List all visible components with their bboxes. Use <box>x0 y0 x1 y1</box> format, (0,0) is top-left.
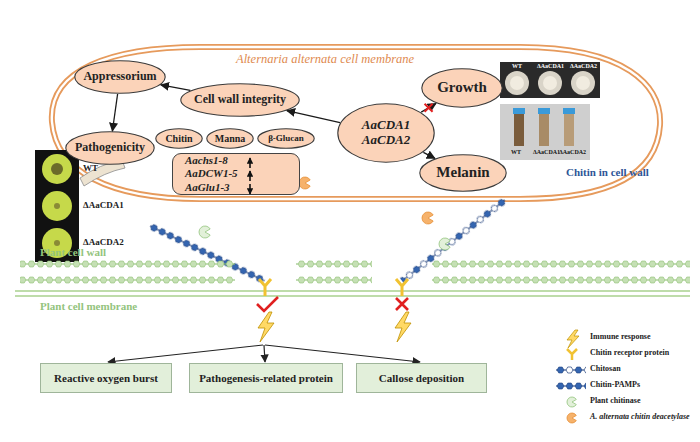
component-ellipse: Chitin <box>155 128 203 149</box>
process-ellipse: Growth <box>421 68 503 108</box>
node-text: AaGlu1-3 <box>185 181 230 194</box>
legend-text: Chitin receptor protein <box>590 349 698 358</box>
process-ellipse: Pathogenicity <box>65 131 155 165</box>
text-label: ΔAaCDA1 <box>83 201 124 211</box>
text-label: ΔAaCDA1 <box>537 63 564 70</box>
tube-photo <box>500 104 590 160</box>
node-text: AaCDA1 AaCDA2 <box>355 118 417 148</box>
process-ellipse: Melanin <box>419 154 507 192</box>
arrow-connector <box>112 94 117 131</box>
legend-sample <box>556 366 586 374</box>
plant-membrane <box>15 290 690 292</box>
lightning-symbol <box>258 312 274 342</box>
arrow-connector <box>421 103 436 112</box>
node-text: Chitin <box>165 133 192 145</box>
text-label: WT <box>83 164 98 174</box>
node-text: AaDCW1-5 <box>185 167 238 180</box>
response-arrow <box>108 345 263 362</box>
cross-mark <box>396 298 408 310</box>
process-ellipse: Appressorium <box>74 60 166 94</box>
arrow-connector <box>287 111 340 123</box>
chitinase-symbol <box>199 226 210 238</box>
text-label: Alternaria alternata cell membrane <box>236 53 414 67</box>
response-box: Callose deposition <box>356 363 487 393</box>
text-label: WT <box>512 63 522 70</box>
response-box: Pathogenesis-related protein <box>189 363 343 393</box>
legend-sample <box>567 349 577 360</box>
node-text: Reactive oxygen burst <box>54 372 158 385</box>
gene-box: Aachs1-8AaDCW1-5AaGlu1-3 <box>172 153 300 195</box>
node-text: β-Glucan <box>268 133 304 143</box>
response-box: Reactive oxygen burst <box>40 363 172 393</box>
node-text: Callose deposition <box>379 372 464 385</box>
text-label: WT <box>511 149 521 156</box>
block-mark <box>425 104 433 112</box>
legend-sample <box>567 330 579 348</box>
gene-ellipse: AaCDA1 AaCDA2 <box>337 103 435 163</box>
node-text: Pathogenesis-related protein <box>199 372 333 385</box>
legend-text: A. alternata chitin deacetylase <box>590 413 698 422</box>
plant-wall-chain <box>20 260 235 268</box>
node-text: Appressorium <box>83 70 156 84</box>
text-label: ΔAaCDA2 <box>559 149 586 156</box>
arrow-connector <box>423 152 435 158</box>
legend-text: Chitosan <box>590 365 698 374</box>
legend-text: Chitin-PAMPs <box>590 381 698 390</box>
node-text: Growth <box>437 79 487 96</box>
text-label: ΔAaCDA2 <box>570 63 597 70</box>
deacetylase-symbol <box>299 177 310 189</box>
legend-sample <box>556 382 586 390</box>
process-ellipse: Cell wall integrity <box>180 83 300 117</box>
legend-sample <box>567 397 576 407</box>
node-text: Melanin <box>436 164 489 181</box>
node-text: Cell wall integrity <box>194 93 286 107</box>
component-ellipse: β-Glucan <box>257 128 315 149</box>
check-mark <box>257 297 278 311</box>
text-label: ΔAaCDA1 <box>533 149 560 156</box>
node-text: Aachs1-8 <box>185 154 228 167</box>
legend-text: Immune response <box>590 333 698 342</box>
text-label: Plant cell wall <box>40 246 106 258</box>
leaf-photo <box>35 150 79 262</box>
node-text: Pathogenicity <box>75 141 145 155</box>
arrow-connector <box>161 85 190 91</box>
receptor-symbol <box>259 279 271 296</box>
colony-photo <box>500 62 600 98</box>
cell-membrane <box>52 47 660 199</box>
cell-membrane-inner <box>52 47 660 199</box>
legend-sample <box>567 413 576 423</box>
component-ellipse: Manna <box>206 128 254 149</box>
text-label: Plant cell membrane <box>40 300 137 312</box>
node-text: Manna <box>215 133 246 145</box>
legend-text: Plant chitinase <box>590 397 698 406</box>
text-label: Chitin in cell wall <box>566 166 649 178</box>
